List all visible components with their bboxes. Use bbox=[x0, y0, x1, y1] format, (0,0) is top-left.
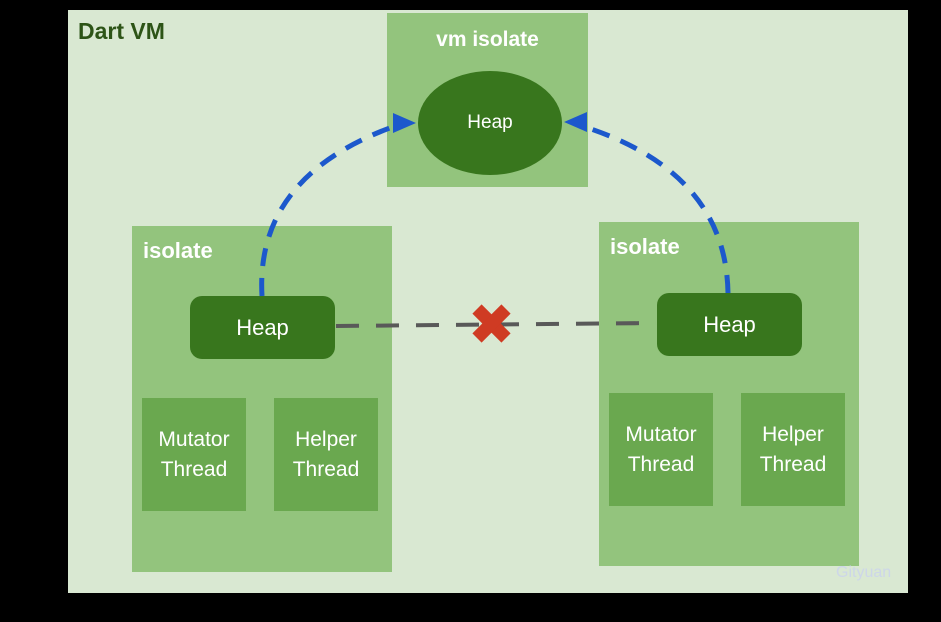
isolate-left-helper-thread-box: Helper Thread bbox=[274, 398, 378, 511]
vm-isolate-heap-ellipse: Heap bbox=[418, 71, 562, 175]
dart-vm-container: Dart VM vm isolate Heap isolate Heap Mut… bbox=[68, 10, 908, 593]
isolate-left-heap-label: Heap bbox=[236, 314, 289, 340]
vm-isolate-label: vm isolate bbox=[436, 28, 539, 51]
mutator-thread-label: Mutator Thread bbox=[158, 427, 230, 481]
isolate-right-heap: Heap bbox=[657, 293, 802, 356]
isolate-left-mutator-thread-box: Mutator Thread bbox=[142, 398, 246, 511]
isolate-left-heap: Heap bbox=[190, 296, 335, 359]
vm-isolate-heap-label: Heap bbox=[467, 112, 513, 133]
isolate-right-heap-label: Heap bbox=[703, 311, 756, 337]
watermark: Gityuan bbox=[836, 564, 892, 581]
isolate-right-mutator-thread-box: Mutator Thread bbox=[609, 393, 713, 506]
isolate-right-helper-thread-box: Helper Thread bbox=[741, 393, 845, 506]
isolate-left-label: isolate bbox=[143, 238, 213, 263]
helper-thread-label: Helper Thread bbox=[759, 422, 827, 476]
vm-isolate-box: vm isolate Heap bbox=[387, 13, 588, 187]
mutator-thread-label: Mutator Thread bbox=[625, 422, 697, 476]
dart-vm-title: Dart VM bbox=[78, 18, 165, 44]
helper-thread-label: Helper Thread bbox=[292, 427, 360, 481]
isolate-box-left: isolate Heap Mutator Thread Helper Threa… bbox=[132, 226, 392, 572]
isolate-box-right: isolate Heap Mutator Thread Helper Threa… bbox=[599, 222, 859, 566]
isolate-right-label: isolate bbox=[610, 234, 680, 259]
